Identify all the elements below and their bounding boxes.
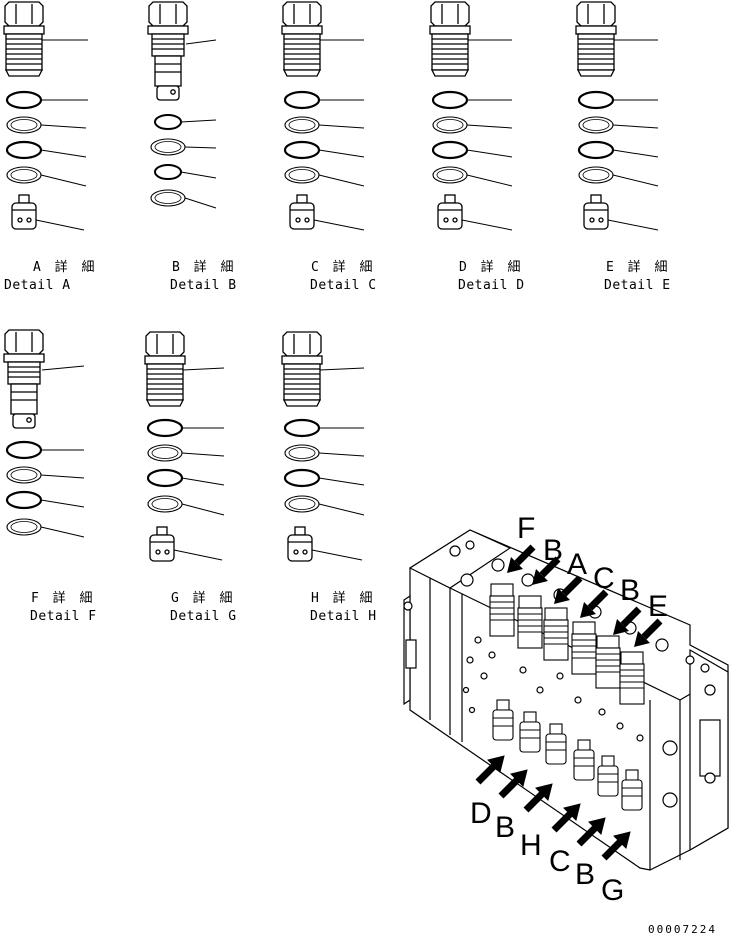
cartridge-valve-g <box>144 331 186 407</box>
callout-bottom-2: B <box>495 811 515 844</box>
cartridge-valve-f <box>3 329 45 429</box>
o-ring-f2 <box>5 490 43 510</box>
caption-jp-g: G 詳 細 <box>171 590 235 606</box>
backup-ring-e1 <box>578 116 614 134</box>
callout-bottom-1: D <box>470 797 492 830</box>
backup-ring-d1 <box>432 116 468 134</box>
cartridge-valve-d <box>429 1 471 77</box>
backup-ring-f1 <box>6 466 42 484</box>
callout-top-1: F <box>517 512 535 545</box>
o-ring-b1 <box>154 114 182 130</box>
o-ring-a1 <box>5 90 43 110</box>
caption-en-f: Detail F <box>30 609 97 624</box>
backup-ring-c1 <box>284 116 320 134</box>
detail-g: G 詳 細 Detail G <box>144 331 237 624</box>
backup-ring-b2 <box>150 189 186 207</box>
callout-top-3: A <box>567 548 587 581</box>
cartridge-valve-c <box>281 1 323 77</box>
backup-ring-a2 <box>6 166 42 184</box>
cartridge-valve-e <box>575 1 617 77</box>
caption-en-c: Detail C <box>310 278 377 293</box>
o-ring-a2 <box>5 140 43 160</box>
o-ring-c2 <box>283 140 321 160</box>
caption-jp-b: B 詳 細 <box>172 259 236 275</box>
backup-ring-g2 <box>147 495 183 513</box>
o-ring-d1 <box>431 90 469 110</box>
o-ring-f1 <box>5 440 43 460</box>
backup-ring-f2 <box>6 518 42 536</box>
poppet-c <box>289 194 315 230</box>
callout-bottom-4: C <box>549 845 571 878</box>
o-ring-h1 <box>283 418 321 438</box>
callout-bottom-5: B <box>575 858 595 891</box>
callout-letters-top: F B A C B E <box>517 512 668 623</box>
caption-jp-e: E 詳 細 <box>606 259 670 275</box>
callout-bottom-3: H <box>520 829 542 862</box>
cartridge-valve-h <box>281 331 323 407</box>
poppet-d <box>437 194 463 230</box>
detail-h: H 詳 細 Detail H <box>281 331 377 624</box>
caption-jp-d: D 詳 細 <box>459 259 523 275</box>
detail-f: F 詳 細 Detail F <box>3 329 97 624</box>
backup-ring-g1 <box>147 444 183 462</box>
callout-top-4: C <box>593 562 615 595</box>
caption-en-b: Detail B <box>170 278 237 293</box>
caption-en-a: Detail A <box>4 278 71 293</box>
poppet-a <box>11 194 37 230</box>
control-valve-assembly <box>403 529 729 871</box>
o-ring-e1 <box>577 90 615 110</box>
callout-top-2: B <box>543 534 563 567</box>
document-number: 00007224 <box>648 923 717 936</box>
o-ring-g2 <box>146 468 184 488</box>
detail-b: B 詳 細 Detail B <box>147 1 237 293</box>
backup-ring-a1 <box>6 116 42 134</box>
caption-jp-f: F 詳 細 <box>31 590 95 606</box>
backup-ring-h2 <box>284 495 320 513</box>
poppet-e <box>583 194 609 230</box>
caption-jp-h: H 詳 細 <box>311 590 375 606</box>
caption-en-e: Detail E <box>604 278 671 293</box>
detail-e: E 詳 細 Detail E <box>575 1 671 293</box>
poppet-g <box>149 526 175 562</box>
o-ring-d2 <box>431 140 469 160</box>
backup-ring-e2 <box>578 166 614 184</box>
callout-top-5: B <box>620 574 640 607</box>
callout-top-6: E <box>648 590 668 623</box>
detail-a: A 詳 細 Detail A <box>3 1 97 293</box>
detail-c: C 詳 細 Detail C <box>281 1 377 293</box>
o-ring-h2 <box>283 468 321 488</box>
poppet-h <box>287 526 313 562</box>
caption-jp-c: C 詳 細 <box>311 259 375 275</box>
o-ring-g1 <box>146 418 184 438</box>
backup-ring-d2 <box>432 166 468 184</box>
caption-en-d: Detail D <box>458 278 525 293</box>
caption-jp-a: A 詳 細 <box>33 259 97 275</box>
cartridge-valve-b <box>147 1 189 101</box>
backup-ring-c2 <box>284 166 320 184</box>
o-ring-c1 <box>283 90 321 110</box>
backup-ring-b1 <box>150 138 186 156</box>
caption-en-h: Detail H <box>310 609 377 624</box>
callout-letters-bottom: D B H C B G <box>470 797 624 907</box>
o-ring-e2 <box>577 140 615 160</box>
callout-bottom-6: G <box>601 874 624 907</box>
caption-en-g: Detail G <box>170 609 237 624</box>
detail-d: D 詳 細 Detail D <box>429 1 525 293</box>
cartridge-valve-a <box>3 1 45 77</box>
backup-ring-h1 <box>284 444 320 462</box>
o-ring-b2 <box>154 164 182 180</box>
